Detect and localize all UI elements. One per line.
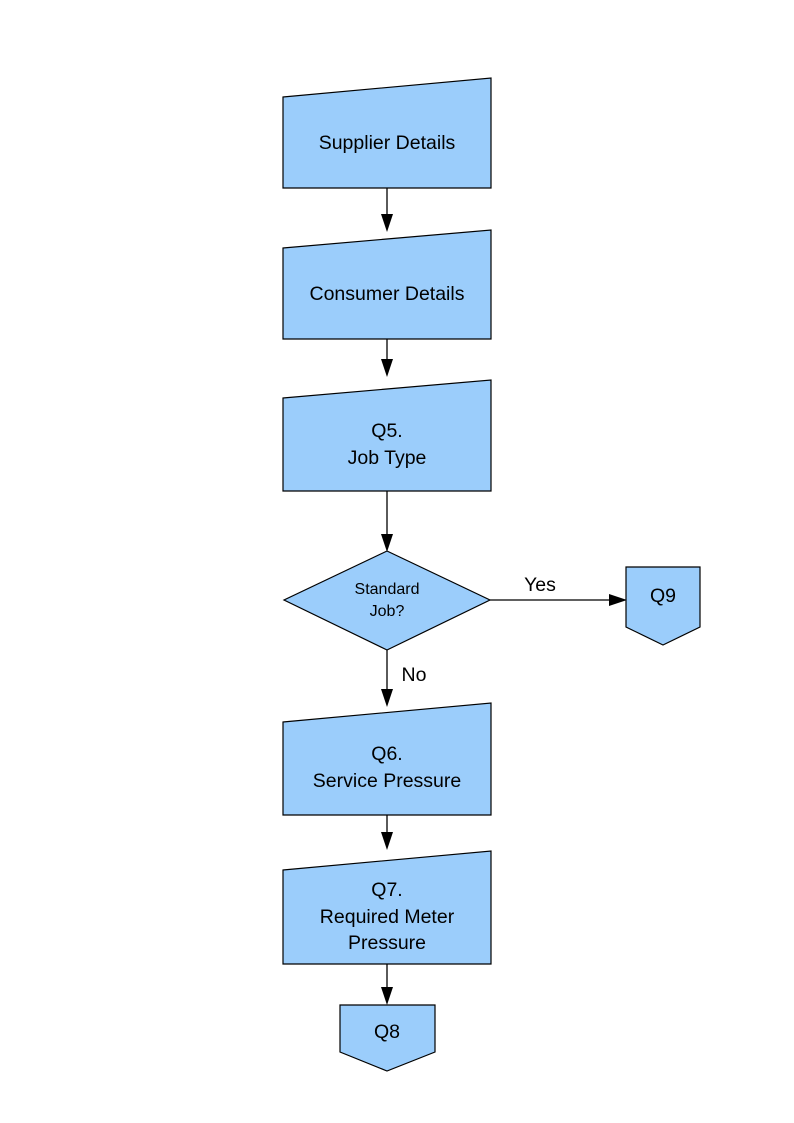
q7-required-meter-pressure-label-line1: Q7. [371, 879, 402, 901]
q6-service-pressure-label-line1: Q6. [371, 743, 402, 765]
arrowhead-icon [381, 359, 393, 377]
consumer-details-label: Consumer Details [310, 283, 465, 305]
node-q6-service-pressure[interactable]: Q6. Service Pressure [282, 702, 492, 816]
standard-job-decision-shape[interactable] [282, 550, 492, 651]
edge-decision-to-q9 [490, 594, 627, 606]
arrowhead-icon [381, 214, 393, 232]
node-supplier-details[interactable]: Supplier Details [282, 77, 492, 189]
q8-shape[interactable] [339, 1004, 436, 1072]
consumer-details-shape[interactable] [282, 229, 492, 340]
arrowhead-icon [381, 534, 393, 552]
q5-job-type-label-line2: Job Type [348, 447, 427, 469]
arrowhead-icon [381, 689, 393, 707]
q7-required-meter-pressure-label-line2: Required Meter [320, 906, 455, 928]
q8-label: Q8 [374, 1021, 400, 1043]
edge-q6-to-q7 [381, 815, 393, 850]
q6-service-pressure-label-line2: Service Pressure [313, 770, 461, 792]
arrowhead-icon [609, 594, 627, 606]
q9-label: Q9 [650, 585, 676, 607]
node-standard-job-decision[interactable]: Standard Job? [282, 550, 492, 651]
edge-label-yes: Yes [524, 574, 556, 596]
node-q8[interactable]: Q8 [339, 1004, 436, 1072]
supplier-details-shape[interactable] [282, 77, 492, 189]
q5-job-type-shape[interactable] [282, 379, 492, 492]
node-q5-job-type[interactable]: Q5. Job Type [282, 379, 492, 492]
edge-decision-to-q6 [381, 650, 393, 707]
q7-required-meter-pressure-shape[interactable] [282, 850, 492, 965]
q6-service-pressure-shape[interactable] [282, 702, 492, 816]
node-q9[interactable]: Q9 [625, 566, 701, 646]
standard-job-decision-label-line1: Standard [355, 581, 420, 598]
supplier-details-label: Supplier Details [319, 132, 456, 154]
edge-q7-to-q8 [381, 964, 393, 1005]
standard-job-decision-label-line2: Job? [370, 603, 405, 620]
arrowhead-icon [381, 987, 393, 1005]
edge-consumer-to-q5 [381, 339, 393, 377]
edge-label-no: No [402, 664, 427, 686]
edge-supplier-to-consumer [381, 188, 393, 232]
arrowhead-icon [381, 832, 393, 850]
q7-required-meter-pressure-label-line3: Pressure [348, 932, 426, 954]
q5-job-type-label-line1: Q5. [371, 420, 402, 442]
edge-q5-to-decision [381, 491, 393, 552]
node-q7-required-meter-pressure[interactable]: Q7. Required Meter Pressure [282, 850, 492, 965]
node-consumer-details[interactable]: Consumer Details [282, 229, 492, 340]
q9-shape[interactable] [625, 566, 701, 646]
